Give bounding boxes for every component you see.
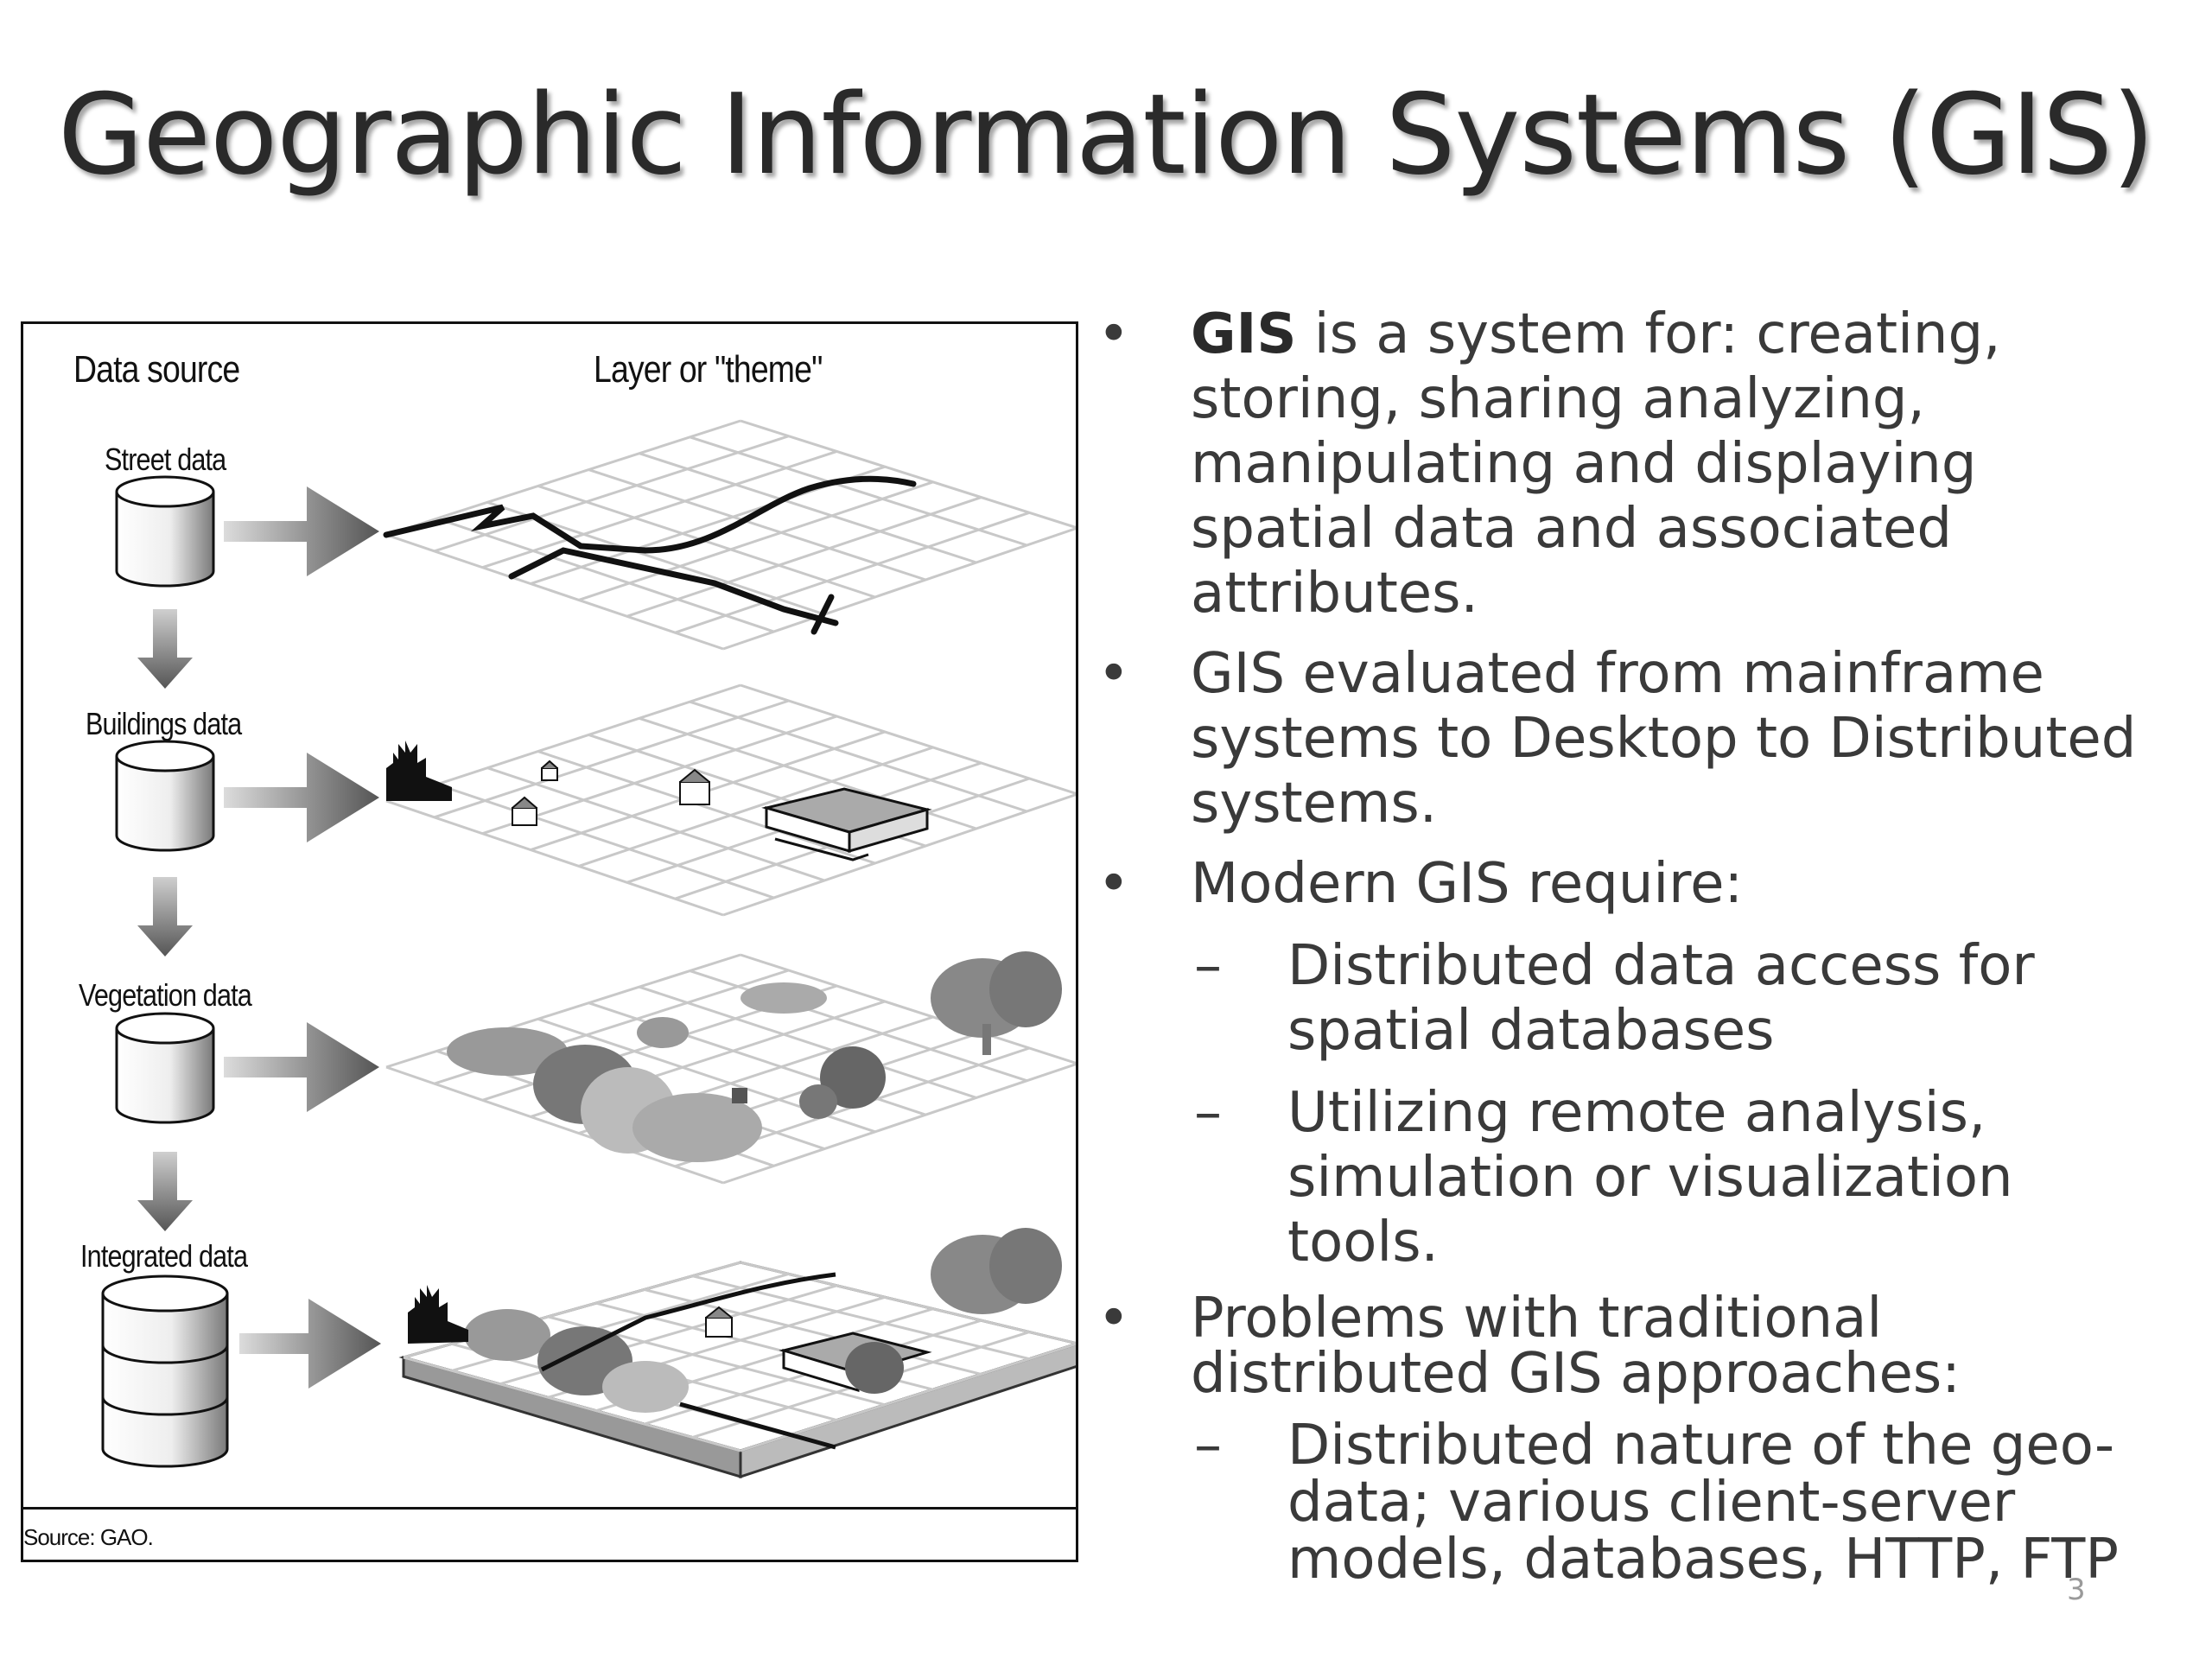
dash-marker: – bbox=[1194, 1414, 1222, 1478]
bullet-marker: • bbox=[1097, 1287, 1130, 1351]
sub-bullet-text: Distributed data access for spatial data… bbox=[1287, 934, 2035, 1063]
bullet-list: • GIS is a system for: creating, storing,… bbox=[1097, 302, 2177, 1588]
bullet-gis-evolution: • GIS evaluated from mainframe systems to… bbox=[1097, 642, 2177, 836]
bullet-problems: •Problems with traditional distributed G… bbox=[1097, 1291, 2177, 1402]
gis-layers-illustration bbox=[101, 419, 1076, 1479]
gis-bold-term: GIS bbox=[1191, 302, 1297, 366]
bullet-gis-definition: • GIS is a system for: creating, storing,… bbox=[1097, 302, 2177, 626]
buildings-database-icon bbox=[115, 740, 215, 852]
bullet-modern-gis: • Modern GIS require: bbox=[1097, 852, 2177, 917]
sub-bullet-distributed-access: – Distributed data access for spatial dat… bbox=[1097, 934, 2177, 1064]
page-number: 3 bbox=[2067, 1573, 2086, 1607]
vegetation-data-label: Vegetation data bbox=[79, 977, 252, 1013]
sub-bullet-distributed-nature: –Distributed nature of the geo-data; var… bbox=[1097, 1417, 2177, 1588]
figure-credit: Source: GAO. bbox=[23, 1524, 154, 1550]
integrated-data-label: Integrated data bbox=[80, 1238, 248, 1274]
sub-bullet-text: Distributed nature of the geo-data; vari… bbox=[1287, 1414, 2119, 1592]
sub-bullet-remote-analysis: – Utilizing remote analysis, simulation o… bbox=[1097, 1081, 2177, 1275]
down-arrow-icons bbox=[137, 609, 193, 1231]
vegetation-shapes bbox=[447, 951, 1062, 1162]
buildings-data-label: Buildings data bbox=[86, 706, 242, 741]
sub-bullet-text: Utilizing remote analysis, simulation or… bbox=[1287, 1081, 2013, 1274]
figure-divider bbox=[23, 1507, 1076, 1510]
street-database-icon bbox=[115, 475, 215, 588]
integrated-database-icon bbox=[101, 1274, 229, 1468]
layer-header: Layer or "theme" bbox=[594, 348, 823, 391]
right-arrow-icons bbox=[224, 486, 381, 1389]
street-lines bbox=[383, 475, 917, 635]
bullet-text: Problems with traditional distributed GI… bbox=[1191, 1287, 1961, 1406]
slide-title: Geographic Information Systems (GIS) bbox=[58, 71, 2155, 200]
bullet-marker: • bbox=[1097, 302, 1130, 366]
bullet-text: Modern GIS require: bbox=[1191, 852, 1743, 916]
integrated-map bbox=[398, 1228, 1076, 1479]
bullet-marker: • bbox=[1097, 642, 1130, 706]
bullet-text: GIS evaluated from mainframe systems to … bbox=[1191, 642, 2137, 836]
bullet-marker: • bbox=[1097, 852, 1130, 916]
gis-layers-figure: Data source Layer or "theme" Street data… bbox=[21, 321, 1078, 1562]
gis-definition-text: is a system for: creating, storing, shar… bbox=[1191, 302, 2001, 626]
dash-marker: – bbox=[1194, 934, 1222, 998]
data-source-header: Data source bbox=[73, 348, 240, 391]
street-data-label: Street data bbox=[105, 442, 226, 477]
dash-marker: – bbox=[1194, 1081, 1222, 1145]
buildings-icons bbox=[386, 741, 932, 861]
vegetation-database-icon bbox=[115, 1012, 215, 1124]
